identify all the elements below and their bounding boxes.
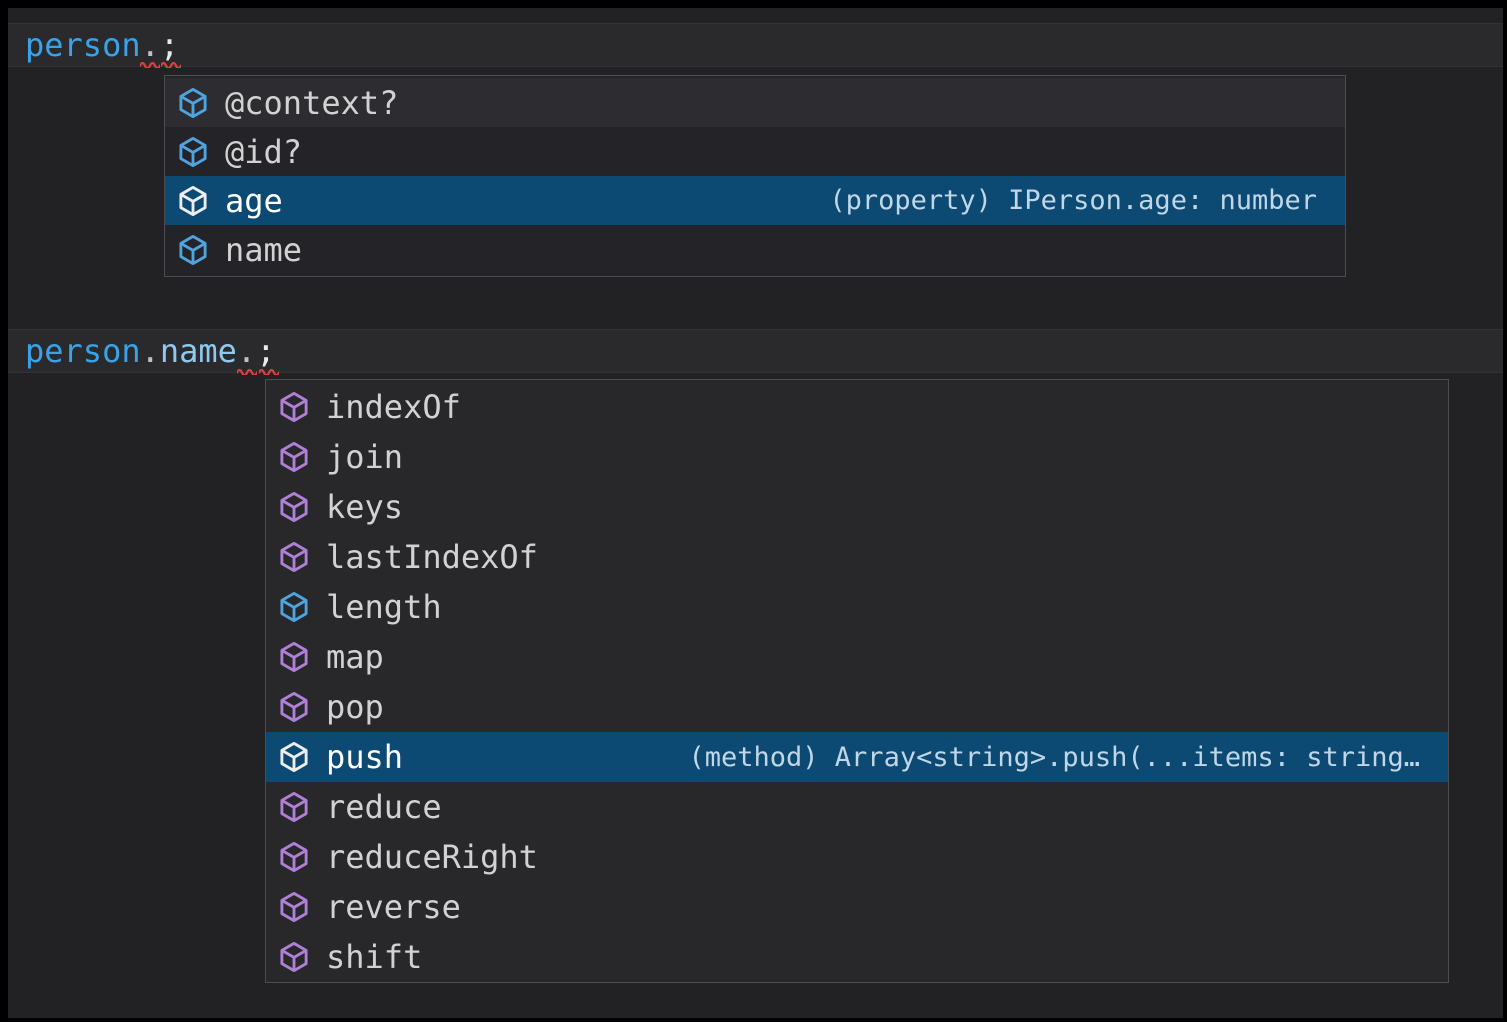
suggestion-item-reduceright[interactable]: reduceRight (266, 832, 1448, 882)
symbol-method-icon (277, 640, 311, 674)
symbol-method-icon (277, 790, 311, 824)
suggestion-label: name (225, 230, 303, 269)
suggestion-item-id[interactable]: @id? (165, 127, 1345, 176)
code-line-1[interactable]: person . ; (8, 23, 1503, 67)
suggestion-label: reduceRight (326, 838, 538, 876)
suggestion-item-indexof[interactable]: indexOf (266, 382, 1448, 432)
code-line-2[interactable]: person . name . ; (8, 329, 1503, 373)
suggestion-item-shift[interactable]: shift (266, 932, 1448, 982)
suggestion-item-keys[interactable]: keys (266, 482, 1448, 532)
suggestion-label: age (225, 181, 283, 220)
suggestion-label: map (326, 638, 384, 676)
suggestion-detail: (property) IPerson.age: number (829, 185, 1317, 216)
suggest-widget-2: indexOf join keys lastIndexOf length map… (265, 379, 1449, 983)
symbol-method-icon (277, 740, 311, 774)
suggestion-label: lastIndexOf (326, 538, 538, 576)
suggestion-label: indexOf (326, 388, 461, 426)
code-token-dot: . (140, 332, 160, 370)
suggestion-label: length (326, 588, 442, 626)
code-token-variable: person (25, 26, 141, 64)
symbol-property-icon (176, 184, 210, 218)
symbol-method-icon (277, 940, 311, 974)
symbol-property-icon (277, 590, 311, 624)
suggestion-label: @context? (225, 83, 399, 122)
suggestion-label: push (326, 738, 404, 776)
suggestion-label: keys (326, 488, 404, 526)
symbol-property-icon (176, 135, 210, 169)
error-squiggle-icon (259, 366, 279, 375)
error-squiggle-icon (140, 59, 160, 68)
suggestion-label: reduce (326, 788, 442, 826)
error-squiggle-icon (237, 366, 257, 375)
suggestion-item-reduce[interactable]: reduce (266, 782, 1448, 832)
symbol-property-icon (176, 86, 210, 120)
suggestion-item-context[interactable]: @context? (165, 78, 1345, 127)
suggestion-label: @id? (225, 132, 303, 171)
suggestion-item-push-selected[interactable]: push (method) Array<string>.push(...item… (266, 732, 1448, 782)
suggestion-detail: (method) Array<string>.push(...items: st… (688, 741, 1421, 773)
code-token-semicolon: ; (256, 332, 276, 370)
editor-surface[interactable]: person . ; @context? @id? age (property)… (8, 8, 1503, 1018)
suggestion-item-length[interactable]: length (266, 582, 1448, 632)
symbol-method-icon (277, 490, 311, 524)
symbol-property-icon (176, 233, 210, 267)
suggestion-item-name[interactable]: name (165, 225, 1345, 274)
suggestion-label: join (326, 438, 404, 476)
symbol-method-icon (277, 390, 311, 424)
code-token-variable: person (25, 332, 141, 370)
suggest-widget-1: @context? @id? age (property) IPerson.ag… (164, 75, 1346, 277)
symbol-method-icon (277, 840, 311, 874)
suggestion-item-age-selected[interactable]: age (property) IPerson.age: number (165, 176, 1345, 225)
suggestion-item-pop[interactable]: pop (266, 682, 1448, 732)
suggestion-item-map[interactable]: map (266, 632, 1448, 682)
suggestion-label: shift (326, 938, 423, 976)
suggestion-label: reverse (326, 888, 461, 926)
code-token-property: name (159, 332, 237, 370)
code-token-semicolon: ; (159, 26, 180, 64)
suggestion-item-reverse[interactable]: reverse (266, 882, 1448, 932)
suggestion-item-lastindexof[interactable]: lastIndexOf (266, 532, 1448, 582)
symbol-method-icon (277, 440, 311, 474)
symbol-method-icon (277, 540, 311, 574)
code-token-dot: . (236, 332, 257, 370)
code-token-dot: . (140, 26, 160, 64)
symbol-method-icon (277, 890, 311, 924)
suggestion-label: pop (326, 688, 384, 726)
symbol-method-icon (277, 690, 311, 724)
error-squiggle-icon (161, 59, 181, 68)
suggestion-item-join[interactable]: join (266, 432, 1448, 482)
